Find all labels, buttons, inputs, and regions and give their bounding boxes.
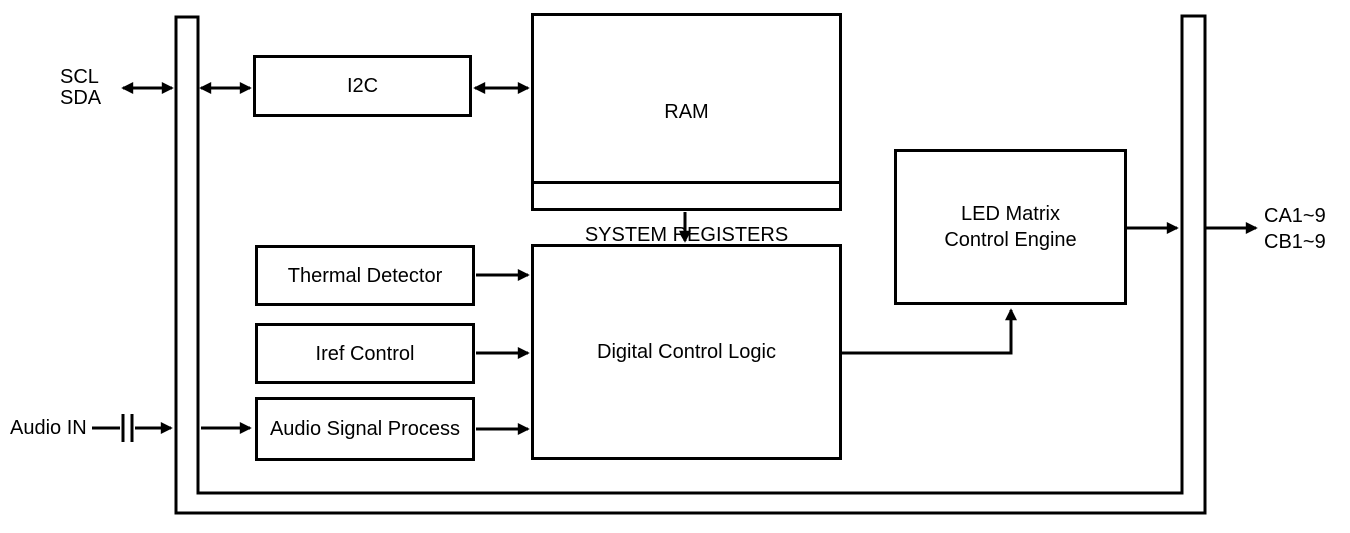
block-audio-signal-process: Audio Signal Process xyxy=(255,397,475,461)
pin-label-scl-sda: SCL SDA xyxy=(60,66,102,109)
block-audio-signal-process-label: Audio Signal Process xyxy=(269,418,461,440)
block-iref-control: Iref Control xyxy=(255,323,475,384)
block-led-matrix-control-engine-label: LED Matrix Control Engine xyxy=(944,203,1077,251)
capacitor-icon xyxy=(121,414,134,442)
pin-label-audio-in: Audio IN xyxy=(10,417,87,439)
block-thermal-detector: Thermal Detector xyxy=(255,245,475,306)
block-iref-control-label: Iref Control xyxy=(315,342,415,365)
arrow-dcl-to-led-engine xyxy=(840,308,1017,355)
block-system-registers: SYSTEM REGISTERS xyxy=(534,210,839,260)
block-i2c: I2C xyxy=(253,55,472,117)
block-thermal-detector-label: Thermal Detector xyxy=(287,264,443,287)
block-digital-control-logic: Digital Control Logic xyxy=(531,244,842,460)
io-bus-outline xyxy=(174,14,1207,515)
block-ram-group: RAM SYSTEM REGISTERS xyxy=(531,13,842,246)
block-system-registers-label: SYSTEM REGISTERS xyxy=(584,224,789,246)
pin-label-ca-cb: CA1~9 CB1~9 xyxy=(1264,205,1326,253)
block-digital-control-logic-label: Digital Control Logic xyxy=(597,341,776,363)
block-ram: RAM xyxy=(534,42,839,184)
block-led-matrix-control-engine: LED Matrix Control Engine xyxy=(894,149,1127,305)
block-i2c-label: I2C xyxy=(346,75,379,97)
block-ram-label: RAM xyxy=(664,100,709,123)
